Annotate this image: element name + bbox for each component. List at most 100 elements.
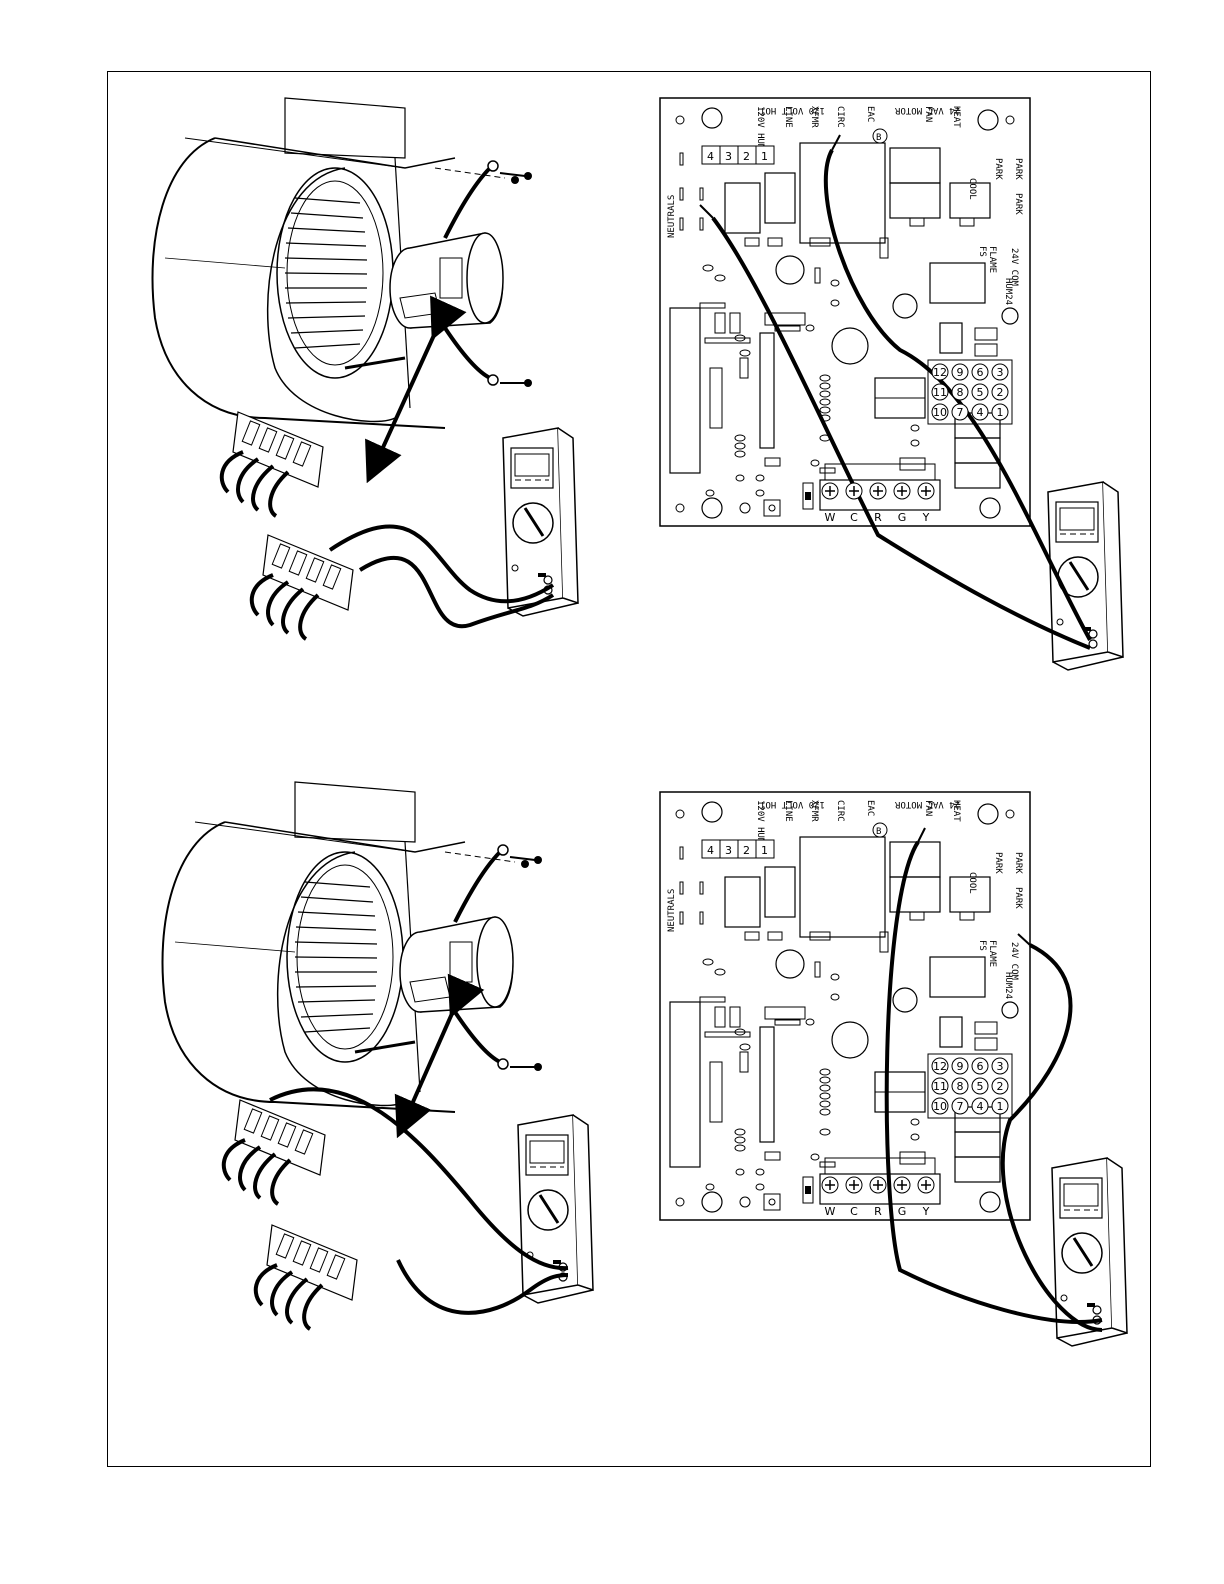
pin-grid-label: 3 — [997, 1060, 1004, 1073]
marker-b-label: B — [876, 133, 881, 143]
label-24-vac-motor: 24 VAC MOTOR — [894, 105, 960, 115]
label-line: LINE — [783, 800, 793, 822]
terminal-screw-slot — [921, 1180, 931, 1190]
terminal-screw-slot — [873, 1180, 883, 1190]
connector-pin-label: 4 — [707, 150, 714, 163]
label-xfmr: XFMR — [809, 800, 819, 822]
terminal-label-g: G — [898, 1205, 907, 1218]
label-fan: FAN — [923, 800, 933, 816]
terminal-label-c: C — [850, 511, 858, 524]
label-xfmr: XFMR — [809, 106, 819, 128]
label-120v-hum: 120V HUM — [755, 106, 765, 150]
label-eac: EAC — [865, 106, 875, 122]
multimeter-top-left — [501, 426, 580, 618]
terminal-label-y: Y — [922, 511, 930, 524]
test-lead-a — [328, 524, 555, 604]
motor-plug-lower-bottom — [253, 1223, 359, 1331]
pin-grid-socket — [971, 383, 989, 401]
label-heat: HEAT — [951, 800, 961, 822]
label-24-vac-motor: 24 VAC MOTOR — [894, 799, 960, 809]
pin-grid-label: 9 — [957, 366, 964, 379]
connector-pin-label: 1 — [761, 150, 768, 163]
label-120-volt-hot: 120 VOLT HOT — [759, 799, 825, 809]
pin-grid-label: 7 — [957, 406, 964, 419]
terminal-screw-slot — [825, 486, 835, 496]
motor-plug-lower-top — [249, 533, 355, 641]
pin-grid-socket — [991, 363, 1009, 381]
terminal-label-y: Y — [922, 1205, 930, 1218]
connector-pin-label: 3 — [725, 150, 732, 163]
connector-pin-label: 3 — [725, 844, 732, 857]
pin-grid-socket — [951, 1057, 969, 1075]
pin-grid-label: 11 — [933, 386, 947, 399]
pin-grid-socket — [971, 1097, 989, 1115]
label-fs: FS — [977, 246, 987, 257]
label-park-1: PARK — [993, 158, 1003, 180]
pin-grid-label: 1 — [997, 406, 1004, 419]
pin-grid-socket — [991, 383, 1009, 401]
connector-pin-label: 2 — [743, 844, 750, 857]
connector-pin-box — [755, 145, 775, 165]
label-24v-com: 24V COM — [1009, 248, 1019, 287]
probe-lead-circ — [823, 149, 1092, 641]
terminal-label-w: W — [825, 511, 836, 524]
pin-grid-label: 12 — [933, 1060, 947, 1073]
test-lead-c — [269, 1087, 569, 1271]
label-line: LINE — [783, 106, 793, 128]
pin-grid-label: 8 — [957, 386, 964, 399]
pin-grid-label: 3 — [997, 366, 1004, 379]
separate-arrow-top — [365, 295, 467, 484]
label-park-3: PARK — [1013, 887, 1023, 909]
connector-pin-label: 2 — [743, 150, 750, 163]
pin-grid-socket — [991, 1097, 1009, 1115]
pin-grid-frame — [927, 1053, 1013, 1119]
pin-grid-socket — [931, 363, 949, 381]
label-flame: FLAME — [987, 246, 997, 273]
label-circ: CIRC — [835, 106, 845, 128]
terminal-label-r: R — [874, 1205, 882, 1218]
terminal-label-w: W — [825, 1205, 836, 1218]
probe-lead-com — [1000, 943, 1103, 1332]
pin-grid-socket — [991, 1057, 1009, 1075]
pin-grid-label: 5 — [977, 1080, 984, 1093]
pin-grid-label: 8 — [957, 1080, 964, 1093]
pin-grid-socket — [931, 383, 949, 401]
pin-grid-socket — [971, 1077, 989, 1095]
marker-b-circle — [872, 822, 888, 838]
connector-pin-label: 1 — [761, 844, 768, 857]
connector-pin-label: 4 — [707, 844, 714, 857]
terminal-label-r: R — [874, 511, 882, 524]
pin-grid-label: 11 — [933, 1080, 947, 1093]
pin-grid-label: 9 — [957, 1060, 964, 1073]
label-park-3: PARK — [1013, 193, 1023, 215]
terminal-screw-slot — [897, 486, 907, 496]
pin-grid-label: 2 — [997, 1080, 1004, 1093]
label-flame: FLAME — [987, 940, 997, 967]
terminal-screw-slot — [849, 1180, 859, 1190]
label-neutrals: NEUTRALS — [667, 889, 677, 932]
pin-grid-label: 5 — [977, 386, 984, 399]
label-cool: COOL — [967, 178, 977, 200]
pin-grid-frame — [927, 359, 1013, 425]
pin-grid-socket — [951, 403, 969, 421]
label-park-2: PARK — [1013, 158, 1023, 180]
pin-grid-label: 6 — [977, 366, 984, 379]
label-fan: FAN — [923, 106, 933, 122]
terminal-label-g: G — [898, 511, 907, 524]
blower-assembly-bottom — [160, 780, 544, 1114]
terminal-screw-slot — [921, 486, 931, 496]
pin-grid-label: 10 — [933, 1100, 947, 1113]
test-lead-b — [358, 555, 555, 629]
label-park-2: PARK — [1013, 852, 1023, 874]
test-lead-d — [396, 1259, 569, 1315]
terminal-screw-slot — [873, 486, 883, 496]
probe-lead-neutral — [711, 216, 1091, 650]
pin-grid-label: 4 — [977, 1100, 984, 1113]
pin-grid-socket — [971, 403, 989, 421]
motor-plug-upper-bottom — [221, 1098, 327, 1206]
terminal-screw-slot — [825, 1180, 835, 1190]
pin-grid-socket — [931, 403, 949, 421]
connector-pin-box — [755, 839, 775, 859]
